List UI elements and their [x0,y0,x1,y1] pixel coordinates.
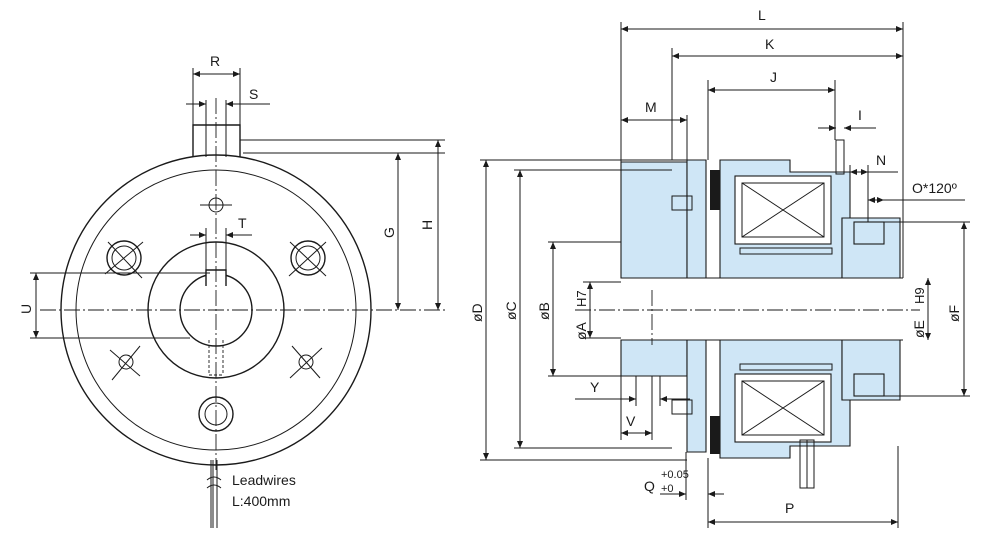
armature-hub-lower [620,339,688,377]
dim-D-label: øD [469,303,485,322]
small-hole-lower-left [109,345,141,381]
set-screw-upper [853,221,885,245]
dim-P-label: P [785,500,794,516]
dim-A-tolerance: H7 [574,290,589,307]
dim-E-tolerance: H9 [912,287,927,304]
armature-plate-lower [686,339,707,453]
leadwire-length-label: L:400mm [232,493,290,509]
armature-hub-upper [620,161,688,279]
dim-J-label: J [770,69,777,85]
dim-Q-tolerance-lower: +0 [661,483,674,495]
dim-L-label: L [758,7,766,23]
dim-R-label: R [210,53,220,69]
dim-N-label: N [876,152,886,168]
dim-Y-label: Y [590,379,600,395]
dim-I-label: I [858,107,862,123]
dim-U-label: U [18,304,34,314]
front-view: Leadwires L:400mm R S T G H [18,53,445,528]
dim-C-label: øC [503,301,519,320]
small-hole-lower-right [289,345,323,379]
leadwires [206,460,222,528]
bolt-hole-upper-right [288,240,327,277]
side-view: L K J M I N O*120º øF [469,7,970,528]
dim-B-label: øB [536,302,552,320]
dim-T-label: T [238,215,247,231]
leadwires-label: Leadwires [232,472,296,488]
bolt-hole-bottom [198,396,234,432]
terminal-tab [192,124,241,157]
dim-H-label: H [419,220,435,230]
friction-pad-lower [710,416,720,454]
dim-Q-tolerance-upper: +0.05 [661,469,689,481]
dim-V-label: V [626,413,636,429]
friction-pad-upper [710,170,720,210]
dim-Q-label: Q [644,478,655,494]
dim-M-label: M [645,99,657,115]
coil-lower [734,373,832,443]
bolt-hole-upper-left [104,240,144,279]
terminal-pin [835,139,845,175]
set-screw-lower [853,373,885,397]
dim-O-label: O*120º [912,180,957,196]
dim-E-label: øE [911,320,927,338]
coil-upper [734,175,832,245]
dim-G-label: G [381,227,397,238]
dim-A-label: øA [573,321,589,340]
small-hole-top [200,197,232,213]
dim-K-label: K [765,36,775,52]
armature-plate-upper [686,159,707,279]
dim-S-label: S [249,86,258,102]
dim-F-label: øF [946,305,962,322]
